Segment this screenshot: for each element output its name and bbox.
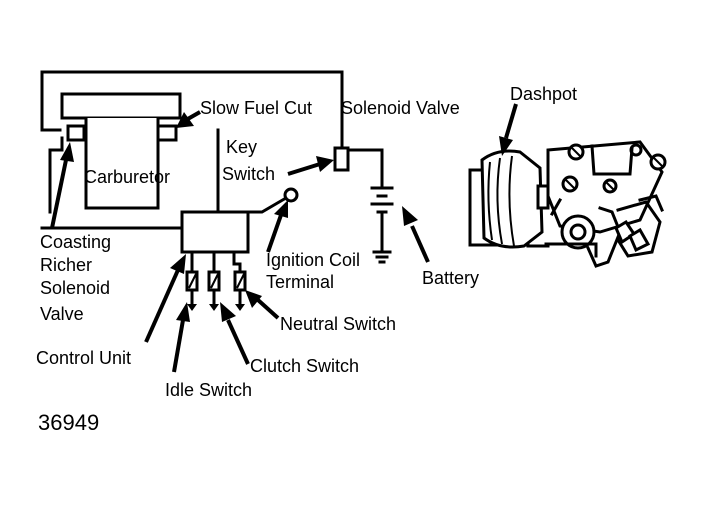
battery-symbol: [370, 186, 394, 264]
label-idle-switch: Idle Switch: [165, 380, 252, 400]
label-clutch-switch: Clutch Switch: [250, 356, 359, 376]
carburetor-body: [84, 118, 160, 210]
label-switch: Switch: [222, 164, 275, 184]
carburetor: [60, 92, 182, 210]
ignition-coil-terminal-symbol: [283, 187, 299, 203]
neutral-switch-symbol: [233, 270, 247, 311]
label-valve: Valve: [40, 304, 84, 324]
label-control-unit: Control Unit: [36, 348, 131, 368]
figure-number: 36949: [38, 410, 99, 435]
clutch-switch-symbol: [207, 270, 221, 311]
labels: Slow Fuel Cut Solenoid Valve Dashpot Car…: [36, 84, 577, 435]
wiring: [40, 70, 384, 274]
carburetor-top: [60, 92, 182, 120]
dashpot-illustration: [468, 140, 667, 268]
coasting-richer-solenoid-port: [66, 124, 86, 142]
label-richer: Richer: [40, 255, 92, 275]
label-slow-fuel-cut: Slow Fuel Cut: [200, 98, 312, 118]
label-solenoid: Solenoid: [40, 278, 110, 298]
label-coasting: Coasting: [40, 232, 111, 252]
label-carburetor: Carburetor: [84, 167, 170, 187]
control-unit-box: [180, 210, 250, 254]
label-key: Key: [226, 137, 257, 157]
label-dashpot: Dashpot: [510, 84, 577, 104]
label-neutral-switch: Neutral Switch: [280, 314, 396, 334]
label-solenoid-valve: Solenoid Valve: [341, 98, 460, 118]
idle-switch-symbol: [185, 270, 199, 311]
slow-fuel-cut-solenoid-port: [156, 124, 178, 142]
label-ignition-coil: Ignition Coil: [266, 250, 360, 270]
pointer-arrows: [50, 103, 518, 373]
key-switch-box: [333, 146, 350, 172]
label-battery: Battery: [422, 268, 479, 288]
label-terminal: Terminal: [266, 272, 334, 292]
